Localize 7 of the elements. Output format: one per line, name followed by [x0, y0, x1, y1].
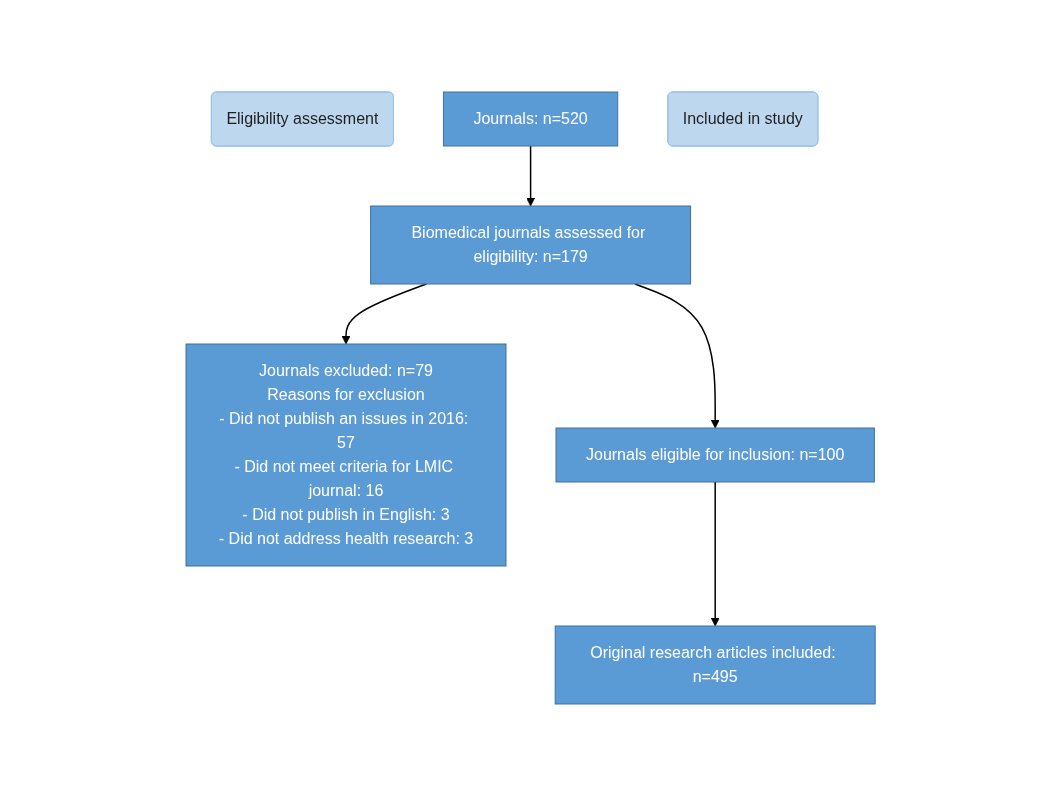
node-box: Journals: n=520: [442, 91, 619, 147]
node-box: Biomedical journals assessed for eligibility: n=179: [370, 205, 691, 285]
node-box: Original research articles included: n=495: [554, 625, 876, 705]
node-box: Journals eligible for inclusion: n=100: [555, 427, 875, 483]
arrow: [526, 145, 535, 207]
arrow: [710, 481, 720, 627]
node-box: Journals excluded: n=79 Reasons for exclusion - Did not publish an issues in 2016: 57 - Did not meet criteria for LMIC journal: 16 - Did not publish in English: 3 - Did not address health research: 3: [185, 343, 507, 567]
